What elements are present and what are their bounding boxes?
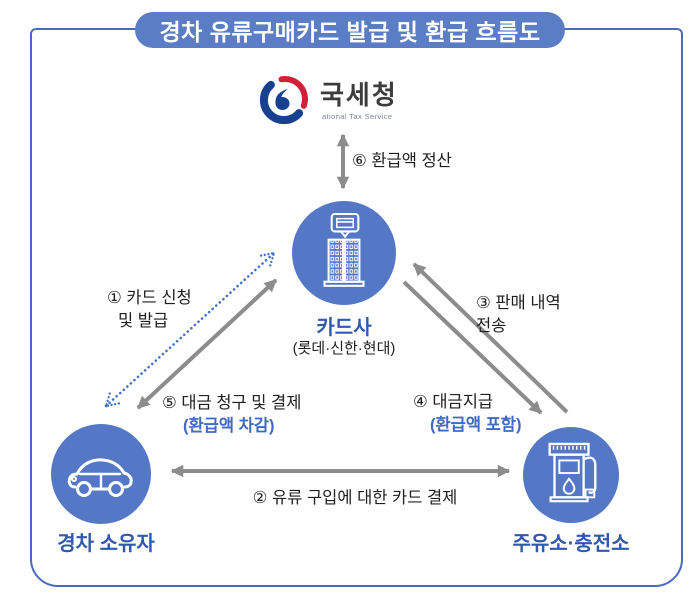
node-card-company xyxy=(292,201,396,305)
car-icon xyxy=(67,458,133,497)
gas-station-label: 주유소·충전소 xyxy=(512,533,630,555)
nts-org-name: 국세청 xyxy=(320,80,398,110)
nts-logo-words: 국세청 ational Tax Service xyxy=(320,81,398,121)
flow-label-billing: ⑤ 대금 청구 및 결제 (환급액 차감) xyxy=(162,394,302,435)
nts-org-name-en: ational Tax Service xyxy=(322,112,393,121)
flow-label-refund-settlement: ⑥ 환급액 정산 xyxy=(352,152,452,170)
flow-label-sales-history: ③ 판매 내역 전송 xyxy=(476,294,561,335)
arrow-sales-history xyxy=(412,262,569,414)
diagram-title: 경차 유류구매카드 발급 및 환급 흐름도 xyxy=(135,12,565,48)
arrow-payment-to-station xyxy=(402,280,543,415)
car-owner-label: 경차 소유자 xyxy=(57,533,155,555)
flow-label-card-application: ① 카드 신청 및 발급 xyxy=(107,289,192,330)
diagram-title-text: 경차 유류구매카드 발급 및 환급 흐름도 xyxy=(159,19,541,45)
arrow-billing-payment xyxy=(136,278,278,410)
node-gas-station xyxy=(523,427,619,523)
flow-label-payment-to-station: ④ 대금지급 (환급액 포함) xyxy=(413,393,522,434)
fuel-pump-icon xyxy=(548,442,597,503)
flow-label-card-payment: ② 유류 구입에 대한 카드 결제 xyxy=(252,489,458,507)
nts-logo: 국세청 ational Tax Service xyxy=(260,74,398,126)
node-car-owner xyxy=(51,424,151,524)
building-card-icon xyxy=(323,213,365,287)
taegeuk-swirl-icon xyxy=(260,76,308,125)
card-company-label: 카드사 xyxy=(316,317,372,339)
card-company-sublabel: (롯데·신한·현대) xyxy=(292,340,396,357)
arrow-card-application xyxy=(106,253,274,406)
